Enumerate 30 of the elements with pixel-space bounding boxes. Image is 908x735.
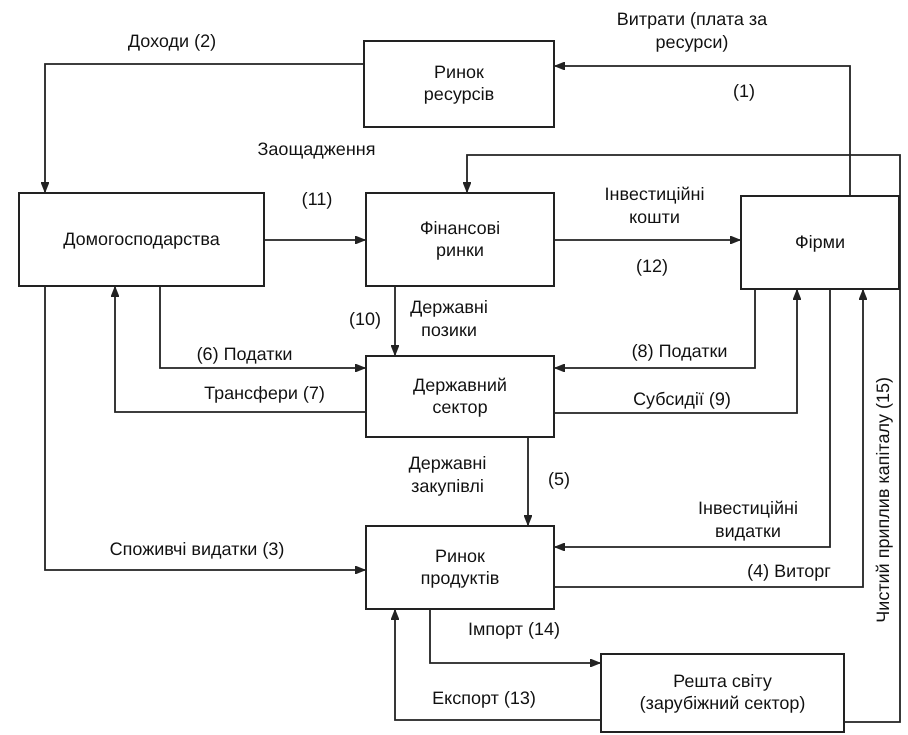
sector-box <box>365 525 555 610</box>
node-label: Державний сектор <box>412 374 508 418</box>
arrow <box>554 290 756 372</box>
node-label: Ринок продуктів <box>420 546 500 590</box>
node-label: Фірми <box>794 232 846 254</box>
arrow <box>390 287 400 356</box>
sector-box <box>18 192 265 287</box>
arrow <box>265 236 366 244</box>
arrow <box>159 287 366 372</box>
node-label: Ринок ресурсів <box>422 62 496 106</box>
node-label: Фінансові ринки <box>418 218 502 262</box>
arrow <box>555 290 868 588</box>
arrow <box>110 286 365 413</box>
arrow <box>44 287 366 574</box>
arrow <box>462 154 901 723</box>
node-label: Решта світу (зарубіжний сектор) <box>638 671 806 715</box>
arrow <box>555 236 740 244</box>
arrow <box>555 290 802 414</box>
sector-box <box>363 40 555 128</box>
arrow <box>40 63 363 192</box>
arrow <box>554 290 831 552</box>
arrow <box>524 438 532 526</box>
arrow <box>390 610 600 721</box>
sector-box <box>600 653 845 733</box>
sector-box <box>365 355 555 438</box>
arrow <box>554 62 851 195</box>
arrow <box>429 610 600 668</box>
node-label: Домогосподарства <box>63 228 220 250</box>
sector-box <box>740 195 900 290</box>
sector-box <box>365 192 555 287</box>
